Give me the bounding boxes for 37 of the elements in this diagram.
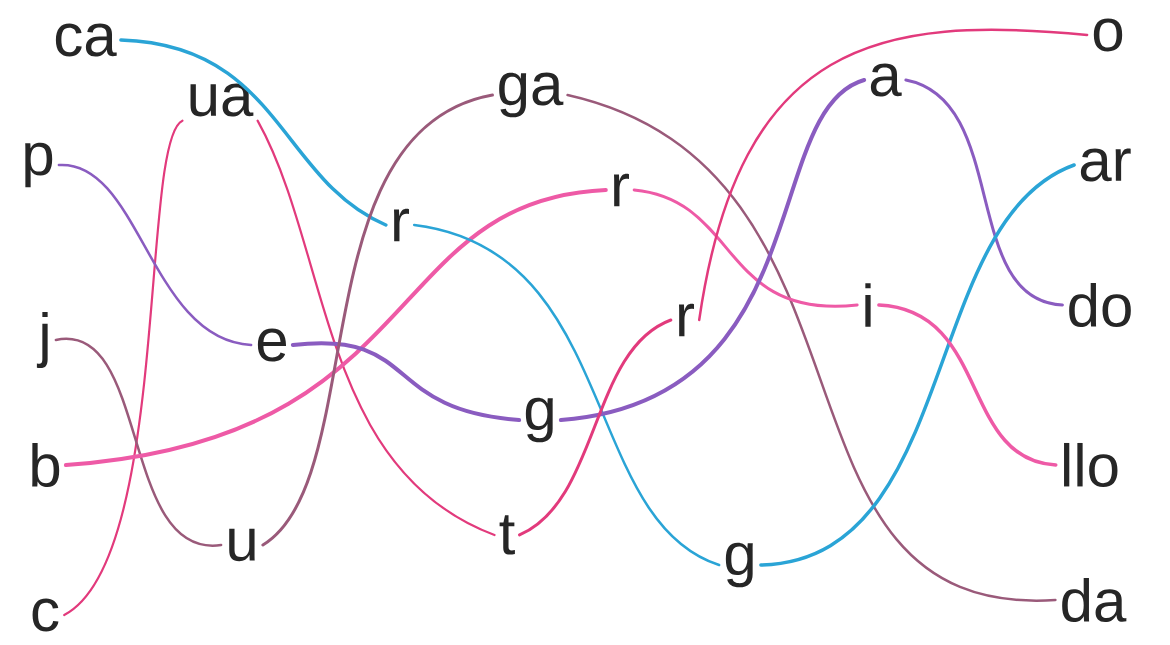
connector-line (904, 78, 1064, 307)
connector-line (63, 119, 184, 617)
syllable-label: c (32, 598, 59, 632)
connector-line (632, 188, 859, 308)
syllable-label: a (870, 63, 902, 97)
syllable-label: p (25, 142, 53, 188)
syllable-label: t (499, 515, 515, 555)
syllable-label: j (36, 312, 48, 368)
connector-line (558, 78, 867, 422)
connector-line (759, 163, 1076, 567)
syllable-label: da (1062, 577, 1127, 622)
connector-line (290, 341, 522, 422)
syllable-label: g (525, 397, 553, 443)
syllable-label: u (229, 528, 255, 562)
connector-line (63, 188, 608, 467)
syllable-label: ar (1080, 148, 1131, 182)
connector-line (877, 303, 1058, 467)
syllable-label: e (257, 328, 287, 362)
syllable-label: ga (499, 72, 564, 118)
connector-line (518, 318, 673, 537)
connector-line (119, 38, 388, 227)
syllable-label: ca (55, 23, 117, 57)
syllable-label: o (1093, 18, 1123, 52)
syllable-label: llo (1064, 442, 1118, 487)
syllable-label: r (394, 208, 409, 242)
syllable-label: r (614, 173, 629, 207)
syllable-label: g (725, 542, 753, 588)
syllable-label: b (32, 442, 60, 487)
syllable-label: i (865, 283, 871, 327)
syllable-label: r (679, 303, 694, 337)
syllable-label: do (1069, 282, 1131, 327)
connector-line (57, 163, 253, 347)
connector-line (566, 93, 1057, 602)
connector-line (697, 28, 1089, 322)
syllable-label: ua (190, 83, 254, 117)
connector-line (412, 223, 721, 567)
connector-line (54, 338, 223, 547)
